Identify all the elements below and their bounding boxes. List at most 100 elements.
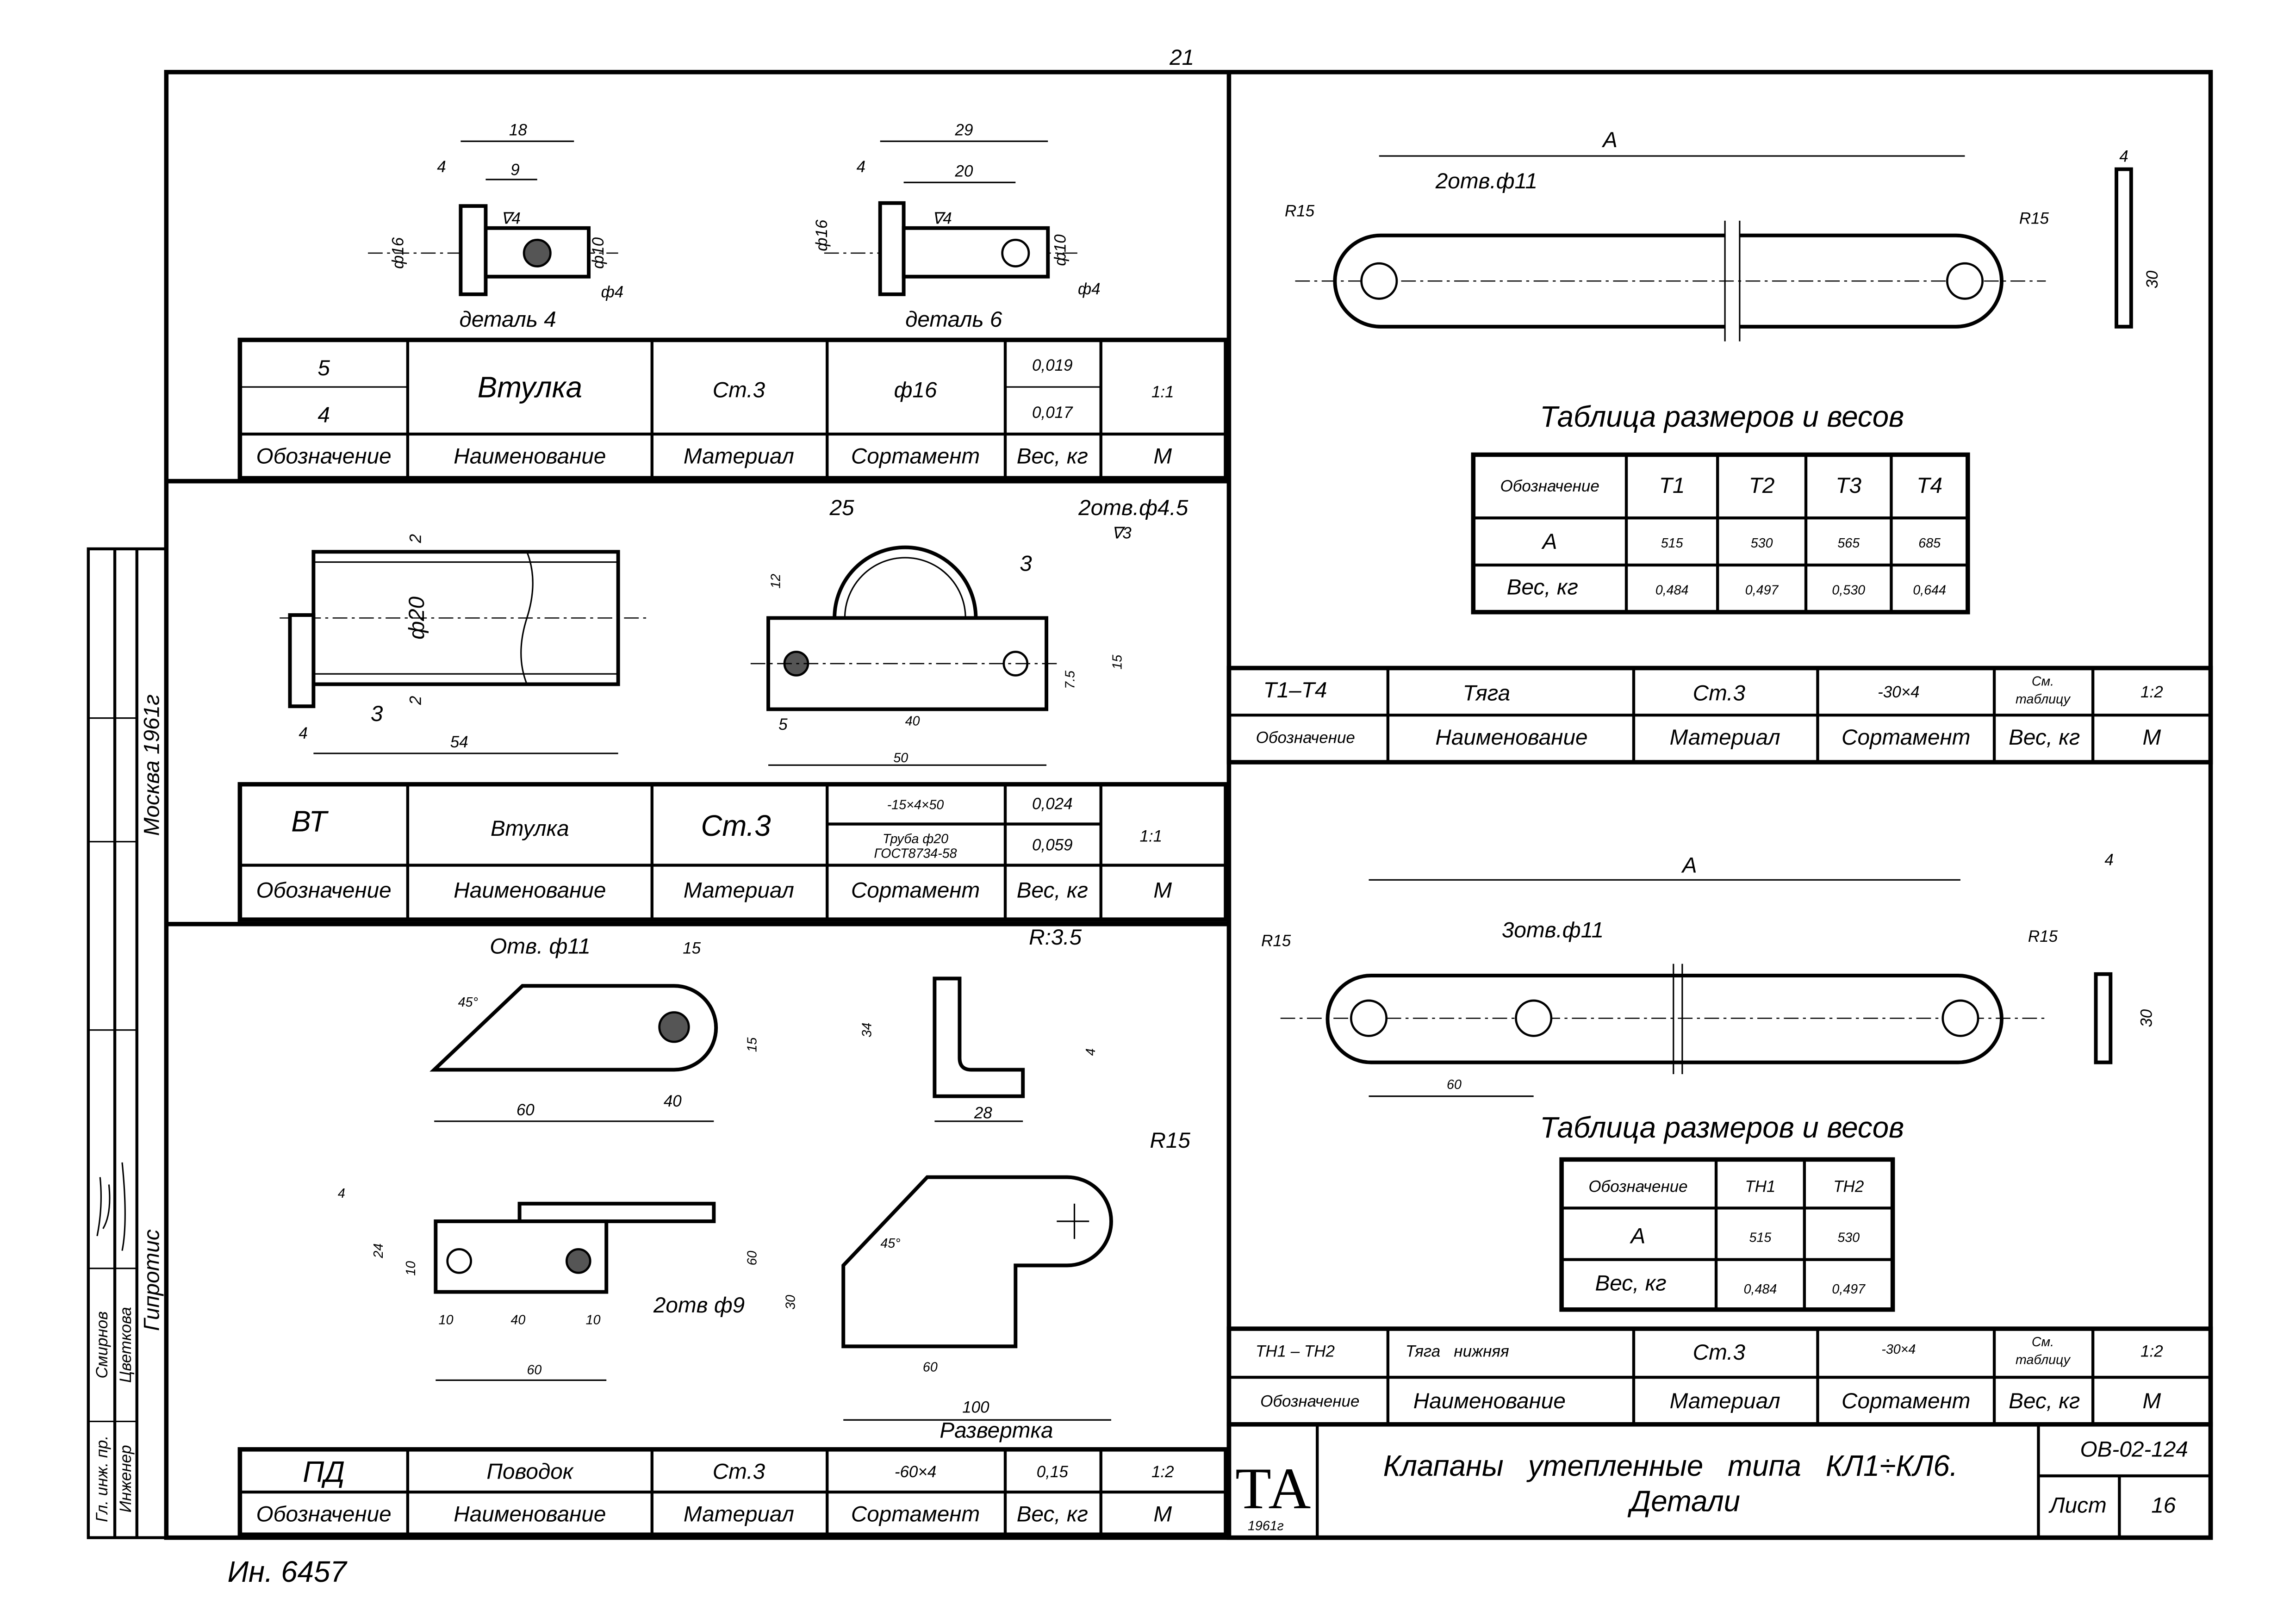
hole	[658, 1011, 690, 1043]
unfold-label: Развертка	[940, 1418, 1053, 1443]
angle-profile	[933, 976, 1025, 1098]
scale: 1:2	[2140, 683, 2163, 701]
material: Ст.3	[701, 809, 771, 842]
dim-100: 100	[962, 1398, 989, 1416]
dim-7-5: 7.5	[1063, 671, 1077, 689]
material: Ст.3	[1693, 1340, 1746, 1365]
stamp-role: Инженер	[117, 1445, 135, 1512]
dim-15: 15	[1110, 655, 1125, 670]
logo: ТА	[1235, 1456, 1311, 1521]
dim-2: 2	[407, 696, 425, 705]
designation: ПД	[303, 1455, 345, 1488]
dim-30: 30	[2143, 270, 2161, 288]
angle-drawing: R:3.5 34 28 4	[860, 925, 1098, 1122]
header-material: Материал	[684, 1502, 794, 1527]
dim-18: 18	[509, 121, 527, 139]
column-header: Обозначение	[1588, 1177, 1687, 1195]
cell: 0,644	[1913, 583, 1946, 598]
designation-5: 5	[317, 356, 330, 380]
cell: 0,497	[1832, 1282, 1866, 1297]
dim-3: 3	[1020, 552, 1032, 576]
column-header: Т4	[1916, 473, 1942, 498]
header-material: Материал	[1670, 1389, 1780, 1413]
dim-10: 10	[439, 1313, 454, 1328]
drawing-subtitle: Детали	[1627, 1485, 1740, 1517]
header-name: Наименование	[454, 1502, 606, 1527]
designation: ТН1 – ТН2	[1256, 1343, 1335, 1361]
table-bt: ВТ Втулка Ст.3 -15×4×50 Труба ф20 ГОСТ87…	[237, 782, 1228, 922]
assortment: -60×4	[895, 1463, 936, 1481]
title-block: ТА 1961г Клапаны утепленные типа КЛ1÷КЛ6…	[1226, 1422, 2213, 1540]
radius-15: R15	[2028, 927, 2058, 945]
header-designation: Обозначение	[1256, 729, 1355, 747]
weight-note: См.	[2032, 674, 2054, 689]
header-weight: Вес, кг	[2009, 725, 2080, 750]
stamp-city-year: Москва 1961г	[139, 694, 164, 836]
header-scale: М	[1153, 1502, 1172, 1527]
assortment-plate: -15×4×50	[887, 798, 944, 813]
lever-plate	[429, 984, 718, 1072]
cell: 515	[1749, 1231, 1772, 1245]
dim-f16: ф16	[389, 237, 407, 269]
scale: 1:1	[1140, 827, 1163, 846]
angle-45: 45°	[458, 995, 478, 1010]
radius-3-5: R:3.5	[1029, 925, 1082, 950]
dims-table-title: Таблица размеров и весов	[1540, 1111, 1904, 1144]
dims-table-title: Таблица размеров и весов	[1540, 400, 1904, 433]
table-tn: ТН1 – ТН2 Тяга нижняя Ст.3 -30×4 См. таб…	[1226, 1326, 2213, 1427]
cell: 530	[1751, 536, 1773, 551]
center-mark	[1057, 1203, 1089, 1239]
part-name: Тяга нижняя	[1406, 1343, 1509, 1361]
table-border	[1471, 452, 1970, 615]
dim-f10: ф10	[1051, 234, 1069, 266]
row-label: А	[1541, 529, 1557, 554]
inventory-note: Ин. 6457	[227, 1555, 348, 1588]
lever-plan-drawing: 4 24 10 10 40 10 60 2отв ф9	[338, 1186, 745, 1381]
header-material: Материал	[684, 444, 794, 469]
header-assortment: Сортамент	[1842, 725, 1970, 750]
rod-side-view	[2115, 167, 2133, 329]
hole	[1350, 999, 1388, 1037]
column-header: Т1	[1659, 473, 1685, 498]
logo-year: 1961г	[1248, 1519, 1284, 1534]
part-name: Втулка	[478, 371, 582, 404]
column-header: Т3	[1836, 473, 1861, 498]
cell: 515	[1661, 536, 1683, 551]
dim-60: 60	[923, 1360, 938, 1374]
dim-3: 3	[371, 702, 383, 726]
detail-6-label: деталь 6	[905, 307, 1002, 332]
header-name: Наименование	[454, 444, 606, 469]
header-designation: Обозначение	[256, 444, 392, 469]
dim-f10: ф10	[589, 237, 607, 269]
header-name: Наименование	[454, 878, 606, 903]
header-material: Материал	[684, 878, 794, 903]
material: Ст.3	[713, 378, 765, 402]
dim-50: 50	[893, 751, 908, 765]
dim-40: 40	[510, 1313, 525, 1328]
header-weight: Вес, кг	[1017, 444, 1088, 469]
dim-34: 34	[860, 1023, 875, 1038]
holes-f11: 3отв.ф11	[1502, 918, 1604, 942]
row-label: Вес, кг	[1595, 1271, 1666, 1295]
dim-30: 30	[2137, 1009, 2155, 1027]
column-header: Т2	[1749, 473, 1775, 498]
assortment: -30×4	[1878, 683, 1919, 701]
rod-t-drawing: А 2отв.ф11 R15 R15 4 30	[1285, 128, 2161, 342]
header-weight: Вес, кг	[1017, 1502, 1088, 1527]
hole	[446, 1248, 473, 1274]
dim-4: 4	[1083, 1048, 1098, 1056]
dim-60: 60	[527, 1363, 541, 1378]
weight-note: таблицу	[2016, 1352, 2071, 1367]
assortment-tube: Труба ф20	[883, 832, 948, 846]
title-block-border	[1226, 1422, 2213, 1540]
dim-4: 4	[299, 724, 307, 742]
dim-30: 30	[783, 1295, 798, 1310]
dim-10: 10	[586, 1313, 601, 1328]
hole	[1941, 999, 1979, 1037]
bracket-drawing: 25 12 3 2отв.ф4.5 ∇3 7.5 15 5 40 50	[750, 496, 1188, 766]
dim-40: 40	[905, 714, 920, 729]
dim-f4: ф4	[1078, 280, 1101, 298]
scale: 1:2	[1151, 1463, 1174, 1481]
scale: 1:1	[1151, 383, 1174, 401]
